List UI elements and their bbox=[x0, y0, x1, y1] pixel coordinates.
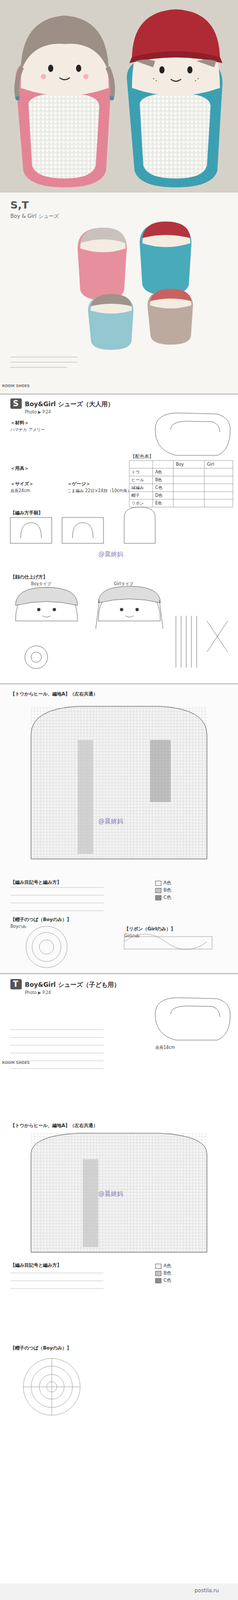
page-label: D色 bbox=[155, 493, 163, 499]
page-label: 【帽子のつば（Boyのみ）】 bbox=[10, 916, 72, 923]
page-label: ＜材料＞ bbox=[10, 420, 29, 426]
page-label: 【顔の仕上げ方】 bbox=[10, 574, 48, 580]
page-label: 帽子 bbox=[131, 493, 140, 499]
legend-text: C色 bbox=[163, 1276, 172, 1284]
page-label: @晨嬉妈 bbox=[98, 550, 124, 559]
page-label: 【編み方手順】 bbox=[10, 510, 43, 516]
legend-swatch bbox=[155, 880, 162, 886]
size-badge: T bbox=[10, 978, 22, 990]
page-label: 底長18cm bbox=[155, 1045, 175, 1051]
legend-swatch bbox=[155, 1277, 162, 1284]
page-label: Boy & Girl シューズ bbox=[10, 213, 59, 220]
page-label: トウ bbox=[131, 469, 140, 475]
page-label: 【リボン（Girlのみ）】 bbox=[124, 926, 176, 932]
page-label: 【編み目記号と編み方】 bbox=[10, 879, 62, 886]
page-label: 【編み目記号と編み方】 bbox=[10, 1262, 62, 1269]
legend-text: B色 bbox=[163, 886, 172, 894]
page-label: @晨嬉妈 bbox=[98, 817, 124, 826]
legend-swatch bbox=[155, 895, 162, 901]
page-label: 【トウからヒール、編地A】（左右共通） bbox=[10, 1122, 98, 1129]
color-table: 【配色表】 bbox=[129, 453, 156, 460]
page-label: ハマナカ アメリー bbox=[10, 427, 46, 433]
page-label: E色 bbox=[155, 500, 162, 507]
size-badge: S bbox=[10, 398, 22, 409]
page-title: Boy&Girl シューズ（大人用） bbox=[24, 400, 114, 409]
page-label: Girl bbox=[206, 462, 215, 468]
page-label: ヒール bbox=[131, 477, 144, 483]
page-label: ＜ゲージ＞ bbox=[67, 481, 91, 487]
page-label: Photo ▶ P.24 bbox=[24, 409, 51, 415]
page-label: リボン bbox=[131, 500, 144, 507]
page-label: 縁編み bbox=[131, 485, 144, 491]
page-label: postila.ru bbox=[194, 1587, 219, 1595]
page-label: S,T bbox=[10, 198, 29, 212]
page-label: Photo ▶ P.24 bbox=[24, 990, 51, 996]
page-label: Girlのみ bbox=[124, 933, 140, 939]
legend-swatch bbox=[155, 1270, 162, 1276]
page-label: ROOM SHOES bbox=[2, 1060, 30, 1066]
node-text: 【配色表】 bbox=[130, 453, 155, 460]
page-label: B色 bbox=[155, 477, 163, 483]
page-label: Boyのみ bbox=[10, 924, 27, 930]
legend-row: B色 bbox=[155, 1269, 172, 1277]
legend-swatch bbox=[155, 887, 162, 894]
legend-row: C色 bbox=[155, 1276, 172, 1284]
page-label: A色 bbox=[155, 469, 162, 475]
legend-text: B色 bbox=[163, 1269, 172, 1277]
legend-row: A色 bbox=[155, 879, 172, 887]
legend-row: C色 bbox=[155, 894, 172, 901]
node-text: S bbox=[12, 398, 20, 409]
page-label: 底長24cm bbox=[10, 488, 31, 494]
legend-text: C色 bbox=[163, 894, 172, 901]
node-text: T bbox=[12, 979, 20, 989]
page-label: Boyタイプ bbox=[31, 581, 52, 587]
page-label: 【帽子のつば（Boyのみ）】 bbox=[10, 1345, 72, 1351]
page-label: Boy&Girl シューズ（子ども用） bbox=[24, 980, 121, 989]
page-label: ROOM SHOES bbox=[2, 383, 30, 389]
legend-text: A色 bbox=[163, 879, 172, 887]
legend-swatch bbox=[155, 1263, 162, 1269]
page-label: ＜サイズ＞ bbox=[10, 481, 34, 487]
legend-row: B色 bbox=[155, 886, 172, 894]
page-label: C色 bbox=[155, 485, 163, 491]
page-label: @晨嬉妈 bbox=[98, 1190, 124, 1198]
page-label: Girlタイプ bbox=[113, 581, 134, 587]
page-label: ＜用具＞ bbox=[10, 465, 29, 472]
legend-text: A色 bbox=[163, 1262, 172, 1270]
page-label: こま編み 22目×24段（10cm角） bbox=[67, 488, 132, 494]
page-label: Boy bbox=[175, 462, 184, 468]
legend-row: A色 bbox=[155, 1262, 172, 1270]
page-label: 【トウからヒール、編地A】（左右共通） bbox=[10, 691, 98, 697]
